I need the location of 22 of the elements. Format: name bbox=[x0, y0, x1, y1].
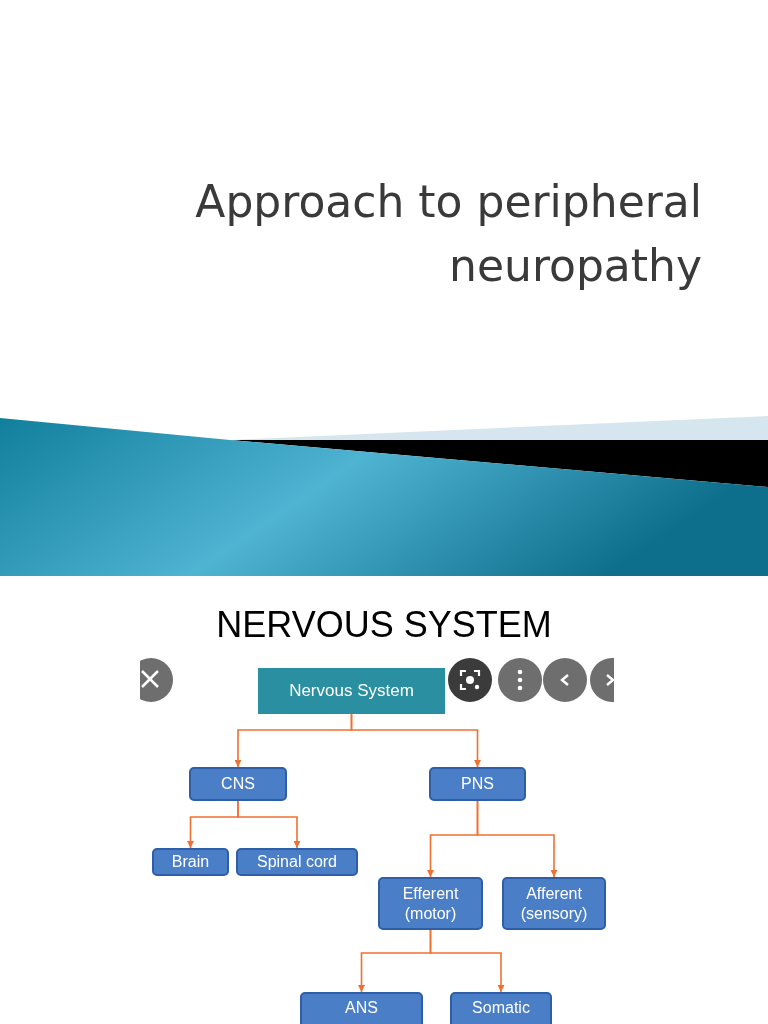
root-box bbox=[258, 668, 445, 714]
process-box bbox=[429, 767, 526, 801]
box-label: Somatic bbox=[472, 998, 530, 1018]
process-box bbox=[502, 877, 606, 930]
box-label: Brain bbox=[171, 852, 210, 872]
arrow bbox=[429, 929, 505, 993]
box-label: ANS bbox=[345, 998, 378, 1018]
box-label: Nervous System bbox=[289, 681, 414, 701]
process-box bbox=[378, 877, 483, 930]
arrow bbox=[476, 800, 558, 878]
process-box bbox=[152, 848, 229, 876]
process-box bbox=[236, 848, 358, 876]
box-label: Efferent (motor) bbox=[401, 883, 460, 924]
process-box bbox=[189, 767, 287, 801]
arrow bbox=[237, 800, 301, 849]
box-label: Afferent (sensory) bbox=[519, 883, 589, 924]
box-label: PNS bbox=[461, 774, 494, 794]
box-label: CNS bbox=[221, 774, 255, 794]
box-label: Spinal cord bbox=[256, 852, 337, 872]
slide-heading: NERVOUS SYSTEM bbox=[216, 604, 552, 646]
arrow bbox=[350, 713, 481, 768]
slide-title: Approach to peripheral neuropathy bbox=[194, 175, 702, 293]
